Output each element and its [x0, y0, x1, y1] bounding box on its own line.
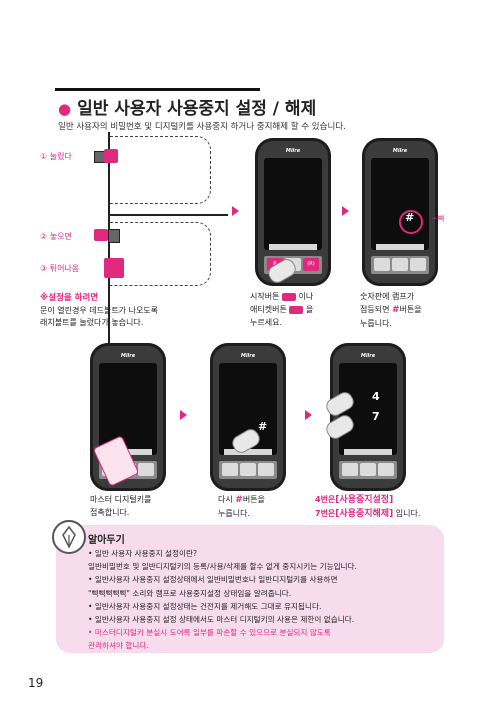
middle-button[interactable] — [240, 463, 256, 476]
hash-highlight-ring — [399, 210, 423, 234]
keypad-screen — [99, 363, 157, 455]
device-brand: Milre — [240, 353, 256, 359]
card-slot — [224, 449, 272, 455]
tip-item: • 일반사용자 사용중지 설정상태에서 일반비밀번호나 일반디지털키를 사용하면 — [88, 575, 338, 585]
suspend-setting-label: [사용중지설정] — [335, 495, 394, 505]
hash-key-label: # — [258, 420, 268, 433]
setting-note-heading: ※설정을 하려면 — [40, 293, 99, 303]
setting-note-body: 문이 열린경우 데드볼트가 나오도록 래치볼트를 눌렀다가 놓습니다. — [40, 305, 158, 329]
door-lock-device-step5: Milre — [210, 343, 286, 491]
tip-warning: • 마스터디지털키 분실시 도어록 일부를 파손할 수 있으므로 분실되지 않도… — [88, 628, 331, 638]
next-step-arrow-icon — [305, 410, 312, 420]
press-arrow-icon — [104, 149, 118, 163]
caption-step3-text: 버튼을 — [399, 305, 422, 314]
tip-item: • 일반사용자 사용중지 설정 상태에서도 마스터 디지털키의 사용은 제한이 … — [88, 615, 355, 625]
door-lock-device-step3: Milre — [362, 138, 438, 286]
caption-step5: 다시 #버튼을 누릅니다. — [218, 493, 265, 520]
suspend-release-label: [사용중지해제] — [335, 509, 394, 519]
caption-step2-text: 누르세요. — [250, 318, 282, 327]
step-release-label: ② 놓으면 — [40, 232, 72, 241]
tip-item: "삑삑삑삑삑" 소리와 램프로 사용중지설정 상태임을 알려줍니다. — [88, 588, 292, 598]
step-pressed-label: ① 눌렀다 — [40, 152, 72, 161]
page-title: ● 일반 사용자 사용중지 설정 / 해제 — [58, 94, 316, 119]
pen-nib-icon — [52, 520, 86, 554]
page-subtitle: 일반 사용자의 비밀번호 및 디지털키를 사용중지 하거나 중지해제 할 수 있… — [58, 122, 346, 132]
latch-bolt-released — [108, 229, 120, 243]
caption-step2-text: 시작버튼 — [250, 292, 280, 301]
caption-step6-text: 7번은 — [315, 509, 336, 518]
caption-step4-text: 마스터 디지털키를 — [90, 495, 152, 504]
etiquette-button-icon — [289, 305, 304, 314]
step-popout-label: ③ 튀어나옴 — [40, 264, 80, 273]
beep-callout: ~삑 — [432, 215, 445, 223]
page-title-text: 일반 사용자 사용중지 설정 / 해제 — [77, 99, 317, 119]
start-button[interactable] — [222, 463, 238, 476]
device-brand: Milre — [285, 148, 301, 154]
caption-step2-text: 이나 — [298, 292, 314, 301]
etiquette-button[interactable]: (R) — [303, 258, 319, 271]
caption-step4: 마스터 디지털키를 접촉합니다. — [90, 493, 151, 519]
caption-step2: 시작버튼 이나 애티켓버튼 을 누르세요. — [250, 290, 313, 329]
door-divider — [108, 214, 228, 216]
tips-box — [56, 525, 444, 653]
card-slot — [376, 244, 424, 250]
caption-step2-text: 애티켓버튼 — [250, 305, 287, 314]
device-brand: Milre — [392, 148, 408, 154]
door-outline-top — [110, 136, 211, 204]
setting-note-line-2: 래치볼트를 눌렀다가 놓습니다. — [40, 318, 144, 327]
tip-item: • 일반사용자 사용중지 설정상태는 건전지를 제거해도 그대로 유지됩니다. — [88, 601, 322, 611]
release-arrow-icon — [94, 229, 108, 241]
middle-button[interactable] — [392, 258, 408, 271]
caption-step6: 4번은[사용중지설정] 7번은[사용중지해제] 입니다. — [315, 493, 420, 521]
caption-step3: 숫자판에 램프가 점등되면 #버튼을 누릅니다. — [360, 290, 422, 330]
caption-step5-text: 다시 — [218, 495, 233, 504]
deadbolt-popout-icon — [104, 258, 124, 278]
tip-item: 일반비밀번호 및 일반디지털키의 등록/사용/삭제를 할수 없게 중지시키는 기… — [88, 562, 357, 572]
tip-item: • 일반 사용자 사용중지 설정이란? — [88, 549, 197, 558]
caption-step5-text: 버튼을 — [242, 495, 265, 504]
next-step-arrow-icon — [232, 206, 239, 216]
start-button[interactable] — [374, 258, 390, 271]
caption-step3-text: 누릅니다. — [360, 319, 392, 328]
title-rule — [55, 88, 260, 91]
caption-step6-text: 입니다. — [395, 509, 421, 518]
start-button[interactable] — [342, 463, 358, 476]
key-4-label: 4 — [372, 390, 380, 403]
etiquette-button[interactable] — [138, 463, 154, 476]
next-step-arrow-icon — [180, 410, 187, 420]
device-brand: Milre — [360, 353, 376, 359]
caption-step2-text: 을 — [305, 305, 314, 314]
door-outline-bottom — [110, 222, 211, 286]
middle-button[interactable] — [360, 463, 376, 476]
keypad-screen — [264, 158, 322, 250]
tips-title: 알아두기 — [88, 535, 125, 546]
start-button-icon — [282, 292, 296, 301]
caption-step3-text: 숫자판에 램프가 — [360, 292, 415, 301]
setting-note-line-1: 문이 열린경우 데드볼트가 나오도록 — [40, 306, 159, 315]
bullet-dot-icon: ● — [58, 100, 72, 118]
caption-step4-text: 접촉합니다. — [90, 508, 130, 517]
tips-list: • 일반 사용자 사용중지 설정이란? 일반비밀번호 및 일반디지털키의 등록/… — [88, 547, 357, 653]
pen-nib-icon — [62, 525, 76, 549]
etiquette-button[interactable] — [410, 258, 426, 271]
key-7-label: 7 — [372, 410, 380, 423]
caption-step3-text: 점등되면 — [360, 305, 390, 314]
page-number: 19 — [28, 676, 44, 690]
etiquette-button[interactable] — [378, 463, 394, 476]
etiquette-button[interactable] — [258, 463, 274, 476]
card-slot — [269, 244, 317, 250]
hash-symbol: # — [235, 495, 243, 505]
card-slot — [344, 449, 392, 455]
keypad-screen — [371, 158, 429, 250]
next-step-arrow-icon — [342, 206, 349, 216]
hash-symbol: # — [392, 305, 400, 315]
caption-step5-text: 누릅니다. — [218, 509, 250, 518]
device-brand: Milre — [120, 353, 136, 359]
caption-step6-text: 4번은 — [315, 495, 336, 504]
tip-warning: 관리하셔야 합니다. — [88, 641, 149, 651]
hash-key-label: # — [405, 211, 415, 224]
